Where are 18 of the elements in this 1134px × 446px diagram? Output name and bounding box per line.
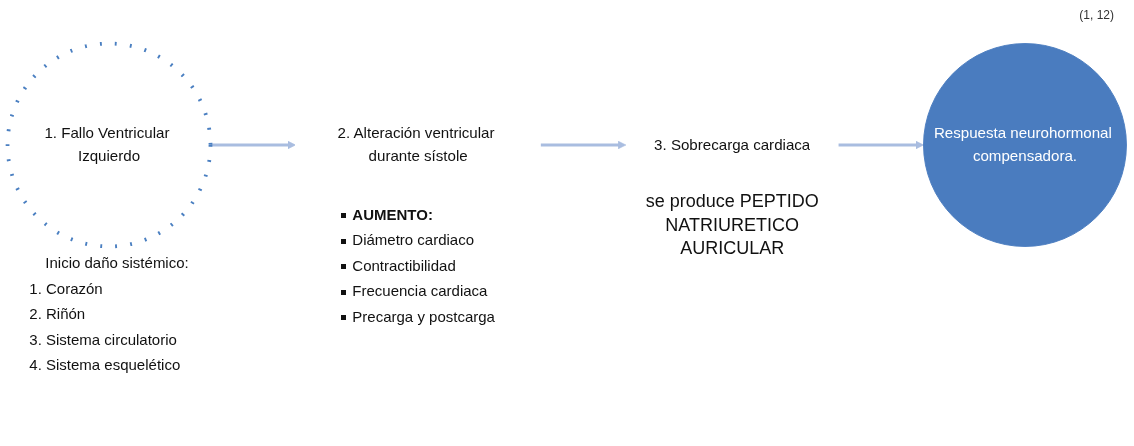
list-item: 2. Riñón bbox=[29, 304, 86, 325]
list-heading: AUMENTO: bbox=[341, 201, 433, 228]
bullet-item: Precarga y postcarga bbox=[341, 303, 495, 330]
citation-note: (1, 12) bbox=[1079, 8, 1114, 22]
list-item: 4. Sistema esquelético bbox=[29, 355, 181, 376]
node-text: 3. Sobrecarga cardiaca bbox=[654, 136, 811, 153]
list-item: 3. Sistema circulatorio bbox=[29, 329, 177, 350]
node-circle: 1. Fallo Ventricular Izquierdo bbox=[5, 41, 213, 249]
list-item: 1. Corazón bbox=[29, 278, 103, 299]
node-circle: Respuesta neurohormonal compensadora. bbox=[923, 43, 1127, 247]
bullet-item: Frecuencia cardiaca bbox=[341, 278, 488, 304]
arrow bbox=[838, 140, 924, 150]
bullet-item: Diámetro cardiaco bbox=[341, 227, 475, 253]
list-heading: Inicio daño sistémico: bbox=[45, 253, 189, 274]
arrow bbox=[540, 140, 627, 150]
note-text: se produce PEPTIDO NATRIURETICO AURICULAR bbox=[644, 190, 820, 261]
bullet-item: Contractibilidad bbox=[341, 252, 456, 279]
node-text: 2. Alteración ventricular durante sístole bbox=[337, 125, 495, 164]
